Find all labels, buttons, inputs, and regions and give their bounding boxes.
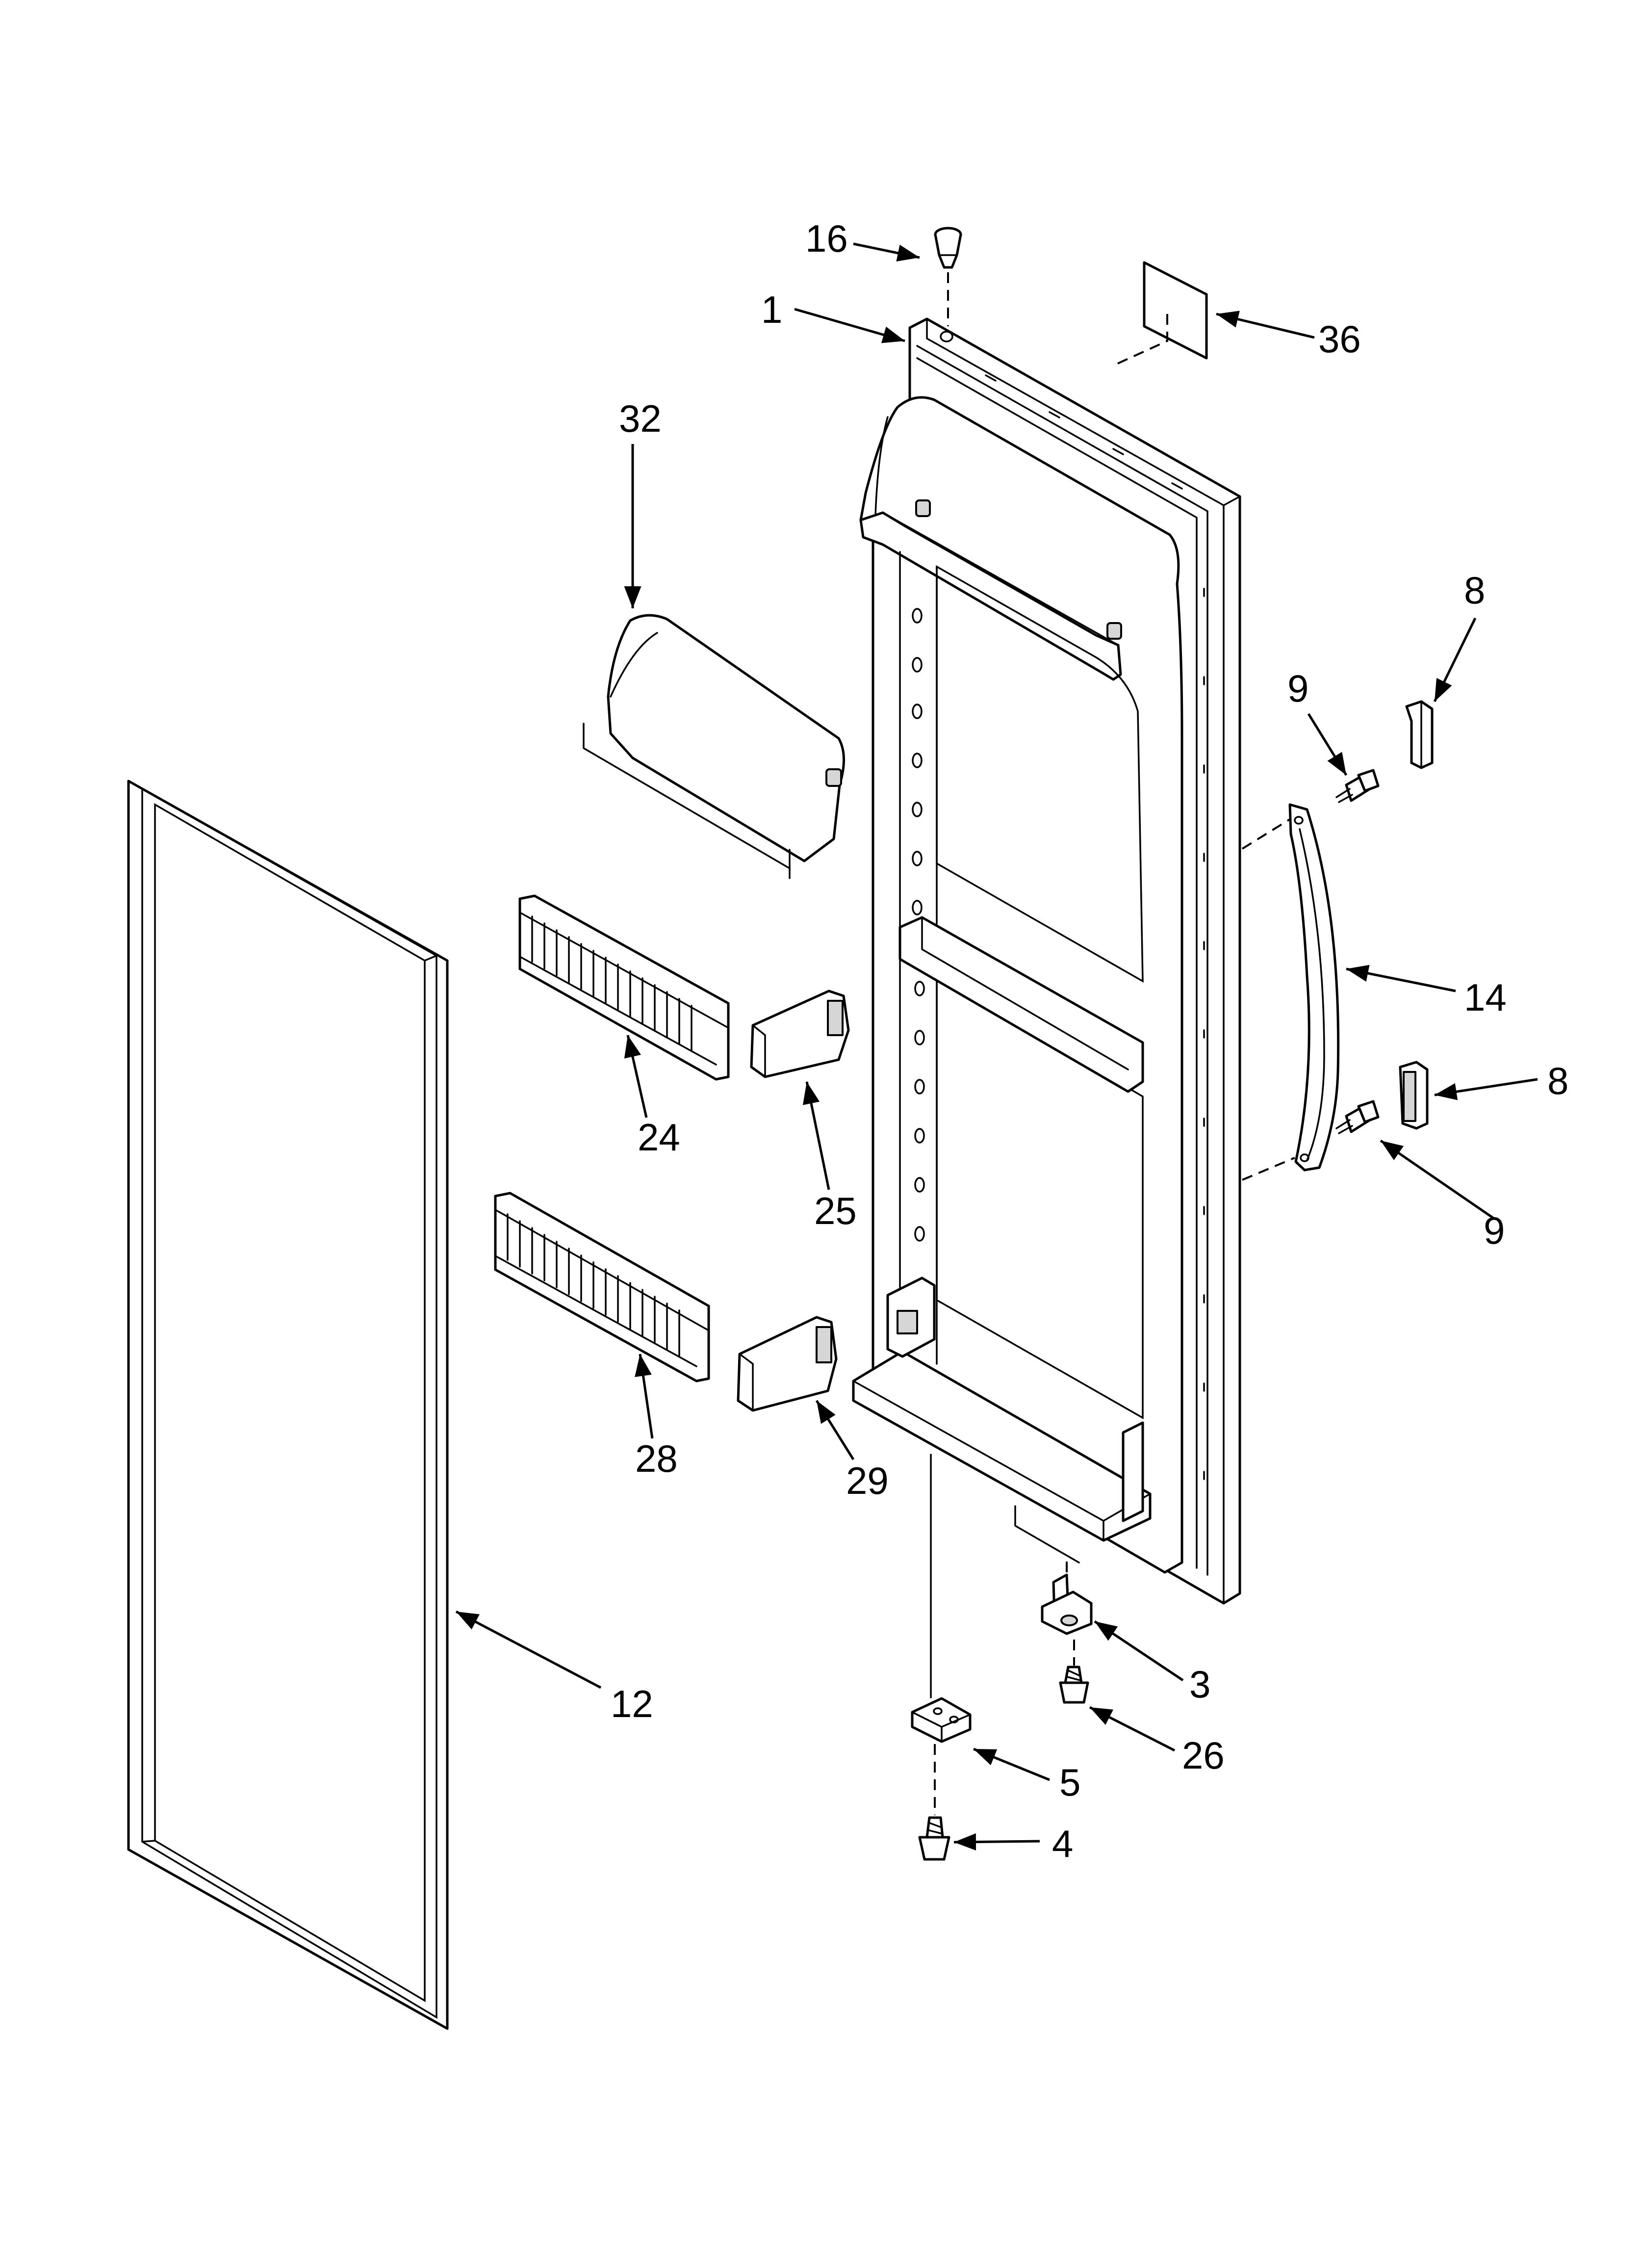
rail-slats-upper [531,915,693,1052]
svg-text:12: 12 [611,1682,653,1725]
label-pad [1143,261,1208,360]
rail-slats-lower [507,1213,680,1357]
svg-text:24: 24 [638,1116,680,1159]
bin-end-cap-lower [737,1316,838,1412]
callout-28: 28 [635,1354,678,1480]
callout-24: 24 [624,1035,680,1159]
bin-end-cap-upper [750,990,850,1078]
callout-36: 36 [1216,311,1361,361]
callout-29: 29 [815,1400,889,1502]
svg-text:3: 3 [1189,1663,1210,1706]
callout-26: 26 [1089,1706,1225,1777]
callout-8-upper: 8 [1433,569,1485,703]
handle-screw-upper [1335,769,1380,803]
callout-16: 16 [805,217,920,261]
callout-9-upper: 9 [1287,667,1348,776]
hinge-bushing [934,227,962,269]
bin-rail-lower [494,1192,710,1382]
callout-5: 5 [973,1747,1080,1804]
callout-1: 1 [761,288,905,343]
svg-text:8: 8 [1464,569,1485,612]
svg-text:8: 8 [1547,1059,1568,1102]
door-gasket [127,780,449,2030]
dairy-door [583,614,846,879]
svg-text:14: 14 [1464,976,1507,1019]
handle-end-cap-upper [1405,700,1434,769]
hinge-screw [1059,1666,1089,1704]
callout-4: 4 [953,1822,1073,1865]
callout-3: 3 [1094,1620,1210,1706]
svg-text:32: 32 [619,397,662,440]
callout-32: 32 [619,397,662,608]
svg-text:16: 16 [805,217,848,260]
callout-25: 25 [802,1081,857,1232]
svg-text:9: 9 [1484,1209,1505,1252]
svg-text:1: 1 [761,288,782,331]
svg-text:28: 28 [635,1437,678,1480]
callout-8-lower: 8 [1434,1059,1568,1102]
hinge-bracket [911,1697,972,1743]
bracket-screw [918,1816,950,1861]
bin-rail-upper [518,894,730,1081]
callout-12: 12 [455,1610,653,1725]
handle-end-cap-lower [1399,1061,1429,1130]
handle-screw-lower [1335,1100,1380,1134]
callout-9-lower: 9 [1380,1139,1505,1252]
svg-text:25: 25 [814,1189,857,1232]
svg-text:4: 4 [1052,1822,1073,1865]
callout-14: 14 [1346,965,1507,1019]
door-panel-assembly [852,317,1241,1605]
svg-text:36: 36 [1318,317,1361,361]
lower-hinge [1041,1573,1093,1635]
svg-text:9: 9 [1287,667,1308,710]
svg-text:29: 29 [846,1459,889,1502]
svg-text:26: 26 [1182,1734,1225,1777]
door-handle [1288,803,1340,1172]
svg-text:5: 5 [1059,1761,1080,1804]
shelf-dimples [912,608,925,1242]
